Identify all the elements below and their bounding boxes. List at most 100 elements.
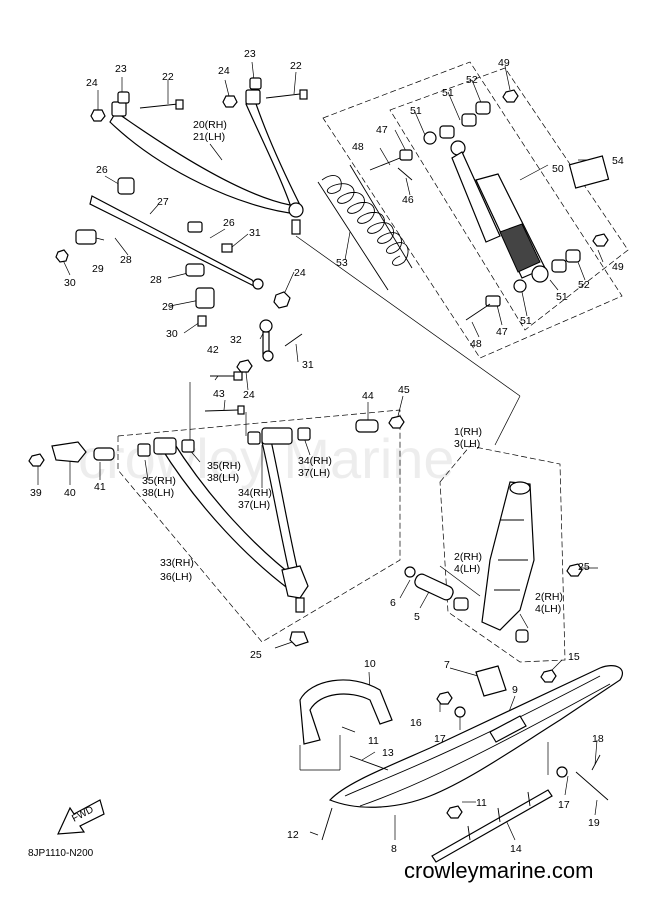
callout-label: 35(RH) (207, 460, 241, 472)
callout-labels: 1(RH) 3(LH) 2(RH) 4(LH) 2(RH) 4(LH) 5 6 … (30, 48, 624, 855)
callout-label: 41 (94, 481, 106, 493)
lower-arm-group-outline (117, 409, 401, 643)
callout-label: 29 (92, 263, 104, 275)
callout-label: 37(LH) (238, 499, 270, 511)
callout-label: 34(RH) (238, 487, 272, 499)
callout-label: 9 (512, 684, 518, 696)
callout-label: 38(LH) (142, 487, 174, 499)
spindle-group-outline (439, 445, 566, 663)
stabilizer-link (236, 319, 303, 373)
callout-label: 24 (294, 267, 306, 279)
callout-label: 44 (362, 390, 374, 402)
callout-label: 6 (390, 597, 396, 609)
callout-label: 50 (552, 163, 564, 175)
callout-label: 47 (496, 326, 508, 338)
callout-label: 13 (382, 747, 394, 759)
callout-label: 25 (250, 649, 262, 661)
callout-label: 10 (364, 658, 376, 670)
callout-label: 27 (157, 196, 169, 208)
callout-label: 46 (402, 194, 414, 206)
callout-label: 39 (30, 487, 42, 499)
callout-label: 3(LH) (454, 438, 480, 450)
upper-arm-hardware (90, 77, 308, 122)
callout-label: 49 (612, 261, 624, 273)
callout-label: 52 (466, 74, 478, 86)
callout-label: 7 (444, 659, 450, 671)
callout-label: 51 (442, 87, 454, 99)
callout-label: 33(RH) (160, 557, 194, 569)
callout-label: 34(RH) (298, 455, 332, 467)
callout-label: 2(RH) (454, 551, 482, 563)
callout-label: 12 (287, 829, 299, 841)
callout-label: 26 (96, 164, 108, 176)
callout-label: 11 (476, 797, 487, 809)
callout-label: 36(LH) (160, 571, 192, 583)
diagram-code: 8JP1110-N200 (28, 848, 94, 859)
lower-a-arm (153, 427, 309, 647)
callout-label: 26 (223, 217, 235, 229)
callout-label: 51 (520, 315, 532, 327)
callout-label: 25 (578, 561, 590, 573)
callout-label: 30 (64, 277, 76, 289)
callout-label: 1(RH) (454, 426, 482, 438)
callout-label: 14 (510, 843, 522, 855)
callout-label: 35(RH) (142, 475, 176, 487)
callout-label: 4(LH) (535, 603, 561, 615)
callout-label: 42 (207, 344, 219, 356)
fwd-arrow-icon: FWD (57, 799, 105, 835)
callout-label: 17 (434, 733, 446, 745)
upper-a-arm (109, 89, 304, 235)
lower-arm-hardware (28, 371, 405, 467)
callout-label: 45 (398, 384, 410, 396)
callout-label: 24 (86, 77, 98, 89)
callout-label: 11 (368, 735, 379, 747)
callout-label: 23 (115, 63, 127, 75)
callout-label: 37(LH) (298, 467, 330, 479)
callout-label: 16 (410, 717, 422, 729)
callout-label: 8 (391, 843, 397, 855)
callout-label: 28 (150, 274, 162, 286)
callout-label: 52 (578, 279, 590, 291)
ski (299, 665, 623, 863)
spring (317, 164, 413, 291)
callout-label: 23 (244, 48, 256, 60)
callout-label: 18 (592, 733, 604, 745)
callout-label: 31 (302, 359, 314, 371)
callout-label: 31 (249, 227, 261, 239)
callout-label: 54 (612, 155, 624, 167)
callout-label: 29 (162, 301, 174, 313)
callout-label: 30 (166, 328, 178, 340)
shock-group-outline (322, 61, 623, 359)
shock-inner-outline (389, 67, 629, 331)
callout-label: 19 (588, 817, 600, 829)
callout-label: 51 (556, 291, 568, 303)
spindle (404, 481, 583, 643)
callout-label: 5 (414, 611, 420, 623)
callout-label: 24 (218, 65, 230, 77)
callout-label: 24 (243, 389, 255, 401)
callout-label: 49 (498, 57, 510, 69)
callout-label: 51 (410, 105, 422, 117)
callout-label: 20(RH) (193, 119, 227, 131)
website-footer: crowleymarine.com (404, 858, 594, 883)
callout-label: 22 (290, 60, 302, 72)
callout-label: 4(LH) (454, 563, 480, 575)
callout-label: 48 (470, 338, 482, 350)
callout-label: 40 (64, 487, 76, 499)
callout-label: 17 (558, 799, 570, 811)
callout-label: 53 (336, 257, 348, 269)
shock-hardware (369, 89, 609, 321)
callout-label: 15 (568, 651, 580, 663)
stabilizer-bar (55, 177, 291, 327)
callout-label: 32 (230, 334, 242, 346)
callout-label: 28 (120, 254, 132, 266)
callout-label: 43 (213, 388, 225, 400)
callout-label: 2(RH) (535, 591, 563, 603)
shock-absorber (450, 140, 610, 283)
callout-label: 22 (162, 71, 174, 83)
callout-label: 47 (376, 124, 388, 136)
callout-label: 48 (352, 141, 364, 153)
callout-label: 38(LH) (207, 472, 239, 484)
callout-label: 21(LH) (193, 131, 225, 143)
